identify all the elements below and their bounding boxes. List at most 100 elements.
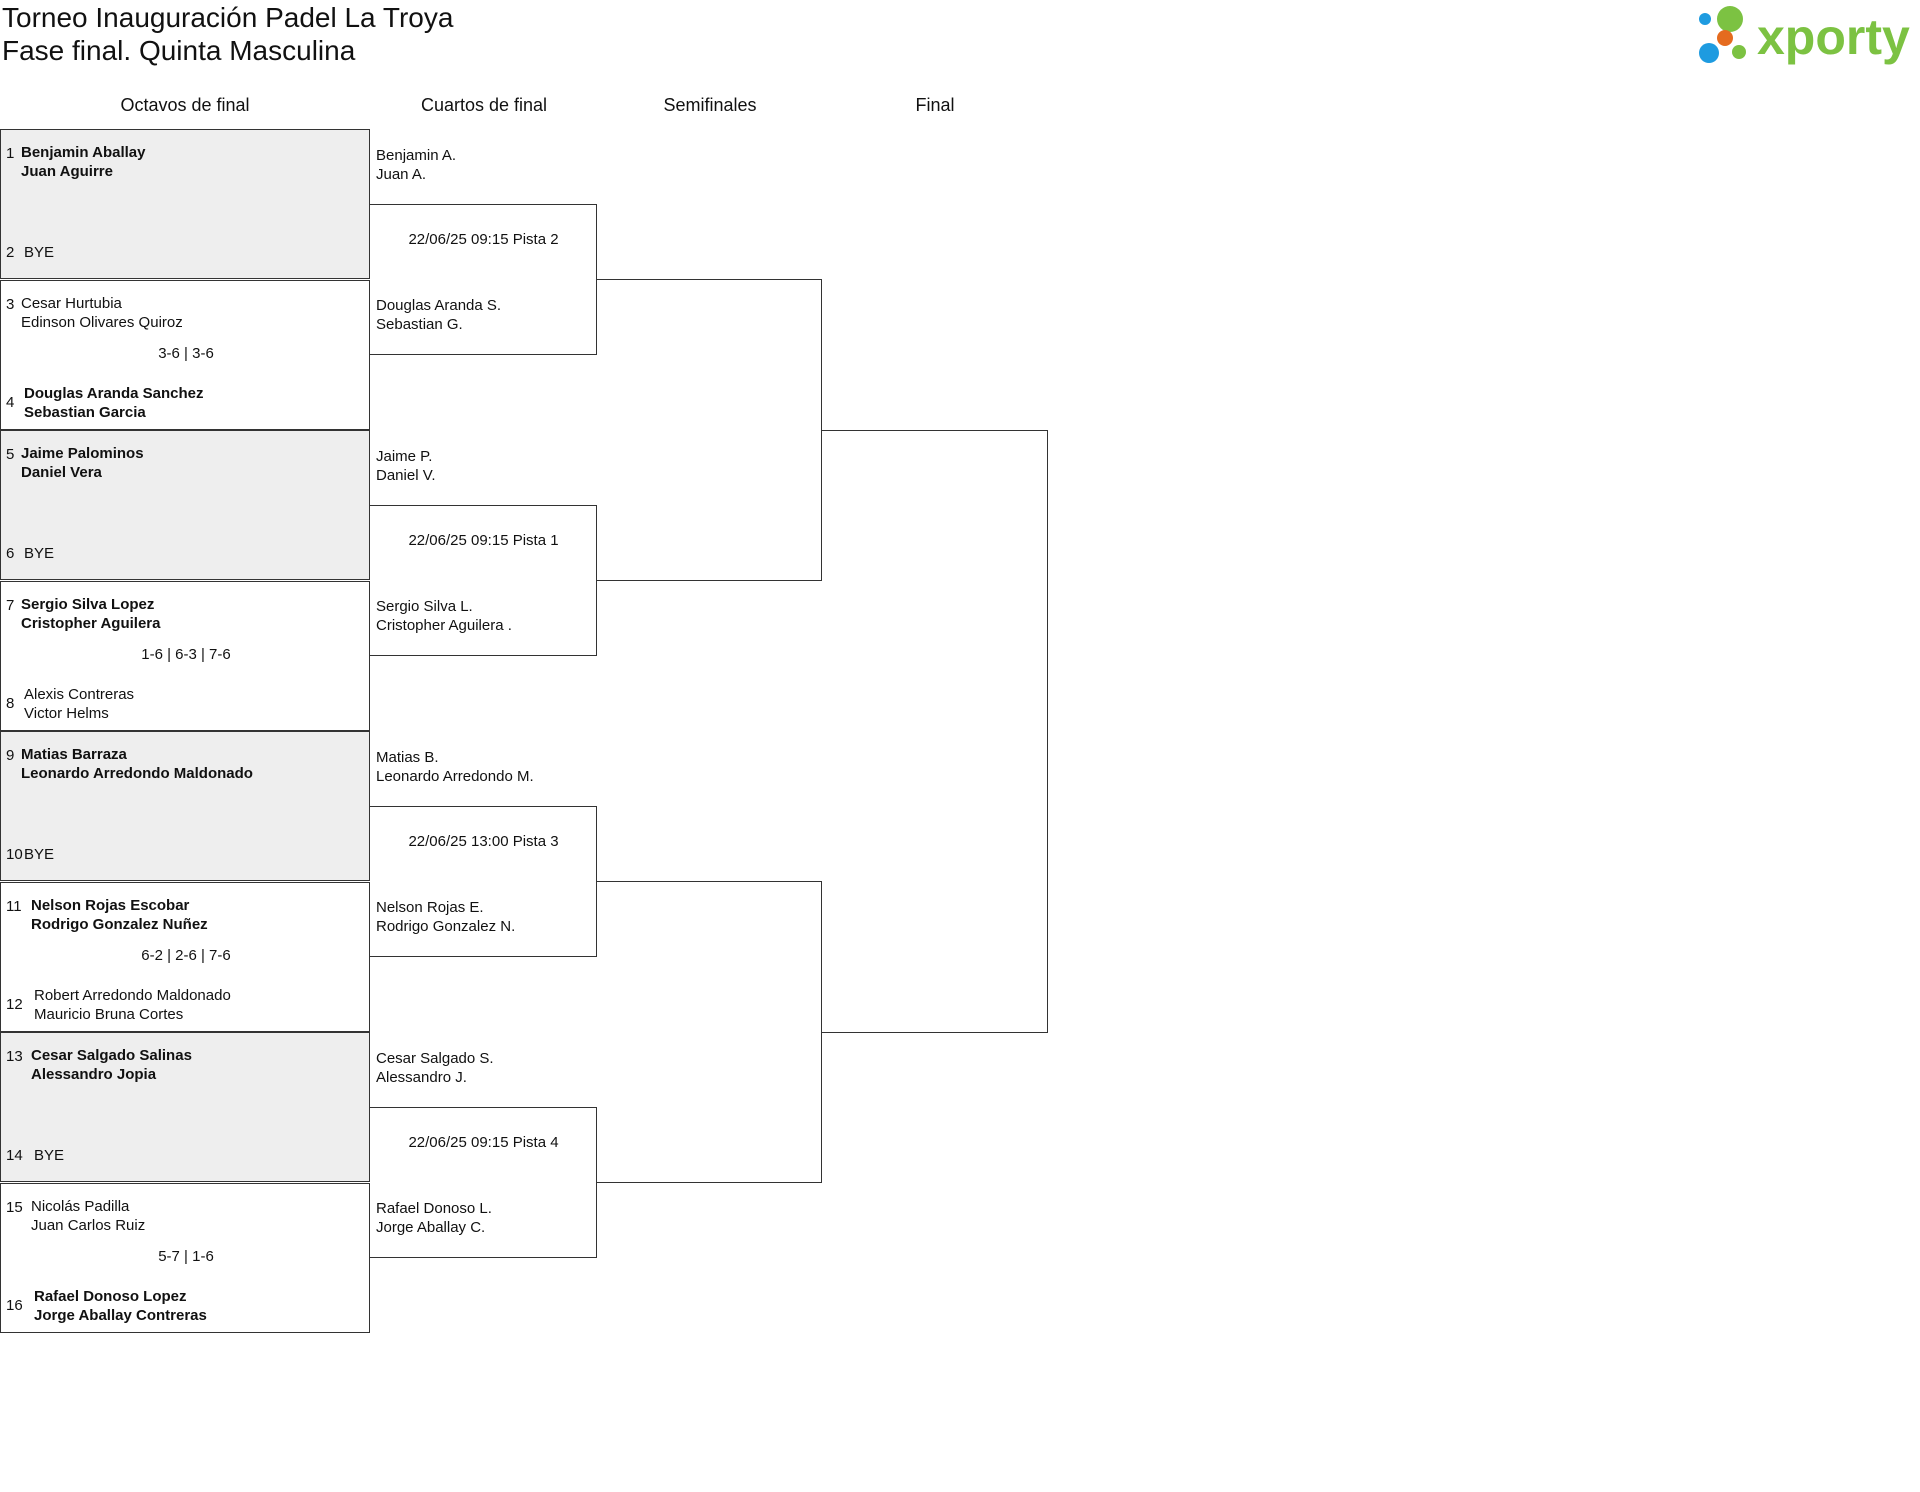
player-name: Douglas Aranda S. [376, 297, 502, 314]
player-name: Victor Helms [24, 705, 109, 722]
match-score: 3-6 | 3-6 [158, 345, 214, 362]
player-name: BYE [24, 846, 55, 863]
qf-team-bottom: Sergio Silva L.Cristopher Aguilera . [376, 597, 512, 635]
player-name: Rodrigo Gonzalez Nuñez [31, 916, 208, 933]
player-name: Rodrigo Gonzalez N. [376, 918, 516, 935]
seed-number: 12 [6, 996, 23, 1013]
seed-number: 6 [6, 545, 15, 562]
player-name: Juan A. [376, 166, 427, 183]
seed-number: 7 [6, 597, 15, 614]
player-name: Cesar Hurtubia [21, 295, 122, 312]
seed-number: 5 [6, 446, 15, 463]
player-name: Benjamin A. [376, 147, 457, 164]
tournament-title: Torneo Inauguración Padel La Troya [2, 2, 454, 33]
qf-team-bottom: Douglas Aranda S. Sebastian G. [376, 296, 501, 334]
round-header-octavos: Octavos de final [120, 95, 250, 115]
player-name: BYE [34, 1147, 65, 1164]
player-name: Cristopher Aguilera [21, 615, 161, 632]
player-name: Daniel V. [376, 467, 436, 484]
player-name: Leonardo Arredondo M. [376, 768, 534, 785]
xporty-logo-icon: xporty [1699, 6, 1910, 65]
bye-label: BYE [24, 243, 54, 262]
match-box-semifinal [596, 279, 822, 581]
seed-number: 4 [6, 394, 15, 411]
player-name: Jorge Aballay C. [376, 1219, 486, 1236]
player-name: Robert Arredondo Maldonado [34, 987, 231, 1004]
xporty-logo: xporty [1695, 4, 1920, 70]
round-header-semifinales: Semifinales [663, 95, 757, 115]
seed-number: 14 [6, 1147, 23, 1164]
player-name: Sebastian G. [376, 316, 463, 333]
seed-number: 11 [6, 898, 22, 915]
player-name: Jorge Aballay Contreras [34, 1307, 207, 1324]
match-schedule: 22/06/25 09:15 Pista 4 [408, 1134, 559, 1151]
player-name: Cesar Salgado S. [376, 1050, 494, 1067]
seed-number: 15 [6, 1199, 23, 1216]
seed-number: 3 [6, 296, 15, 313]
player-name: Edinson Olivares Quiroz [21, 314, 183, 331]
player-name: Alessandro J. [376, 1069, 467, 1086]
player-name: Rafael Donoso Lopez [34, 1288, 187, 1305]
player-name: Jaime P. [376, 448, 433, 465]
player-name: Nelson Rojas E. [376, 899, 484, 916]
player-name: Alexis Contreras [24, 686, 135, 703]
seed-number: 10 [6, 846, 23, 863]
player-name: Daniel Vera [21, 464, 102, 481]
player-name: Matias Barraza [21, 746, 127, 763]
player-name: Nelson Rojas Escobar [31, 897, 190, 914]
bye-label: BYE [34, 1146, 64, 1165]
qf-team-top: Benjamin A. Juan A. [376, 146, 456, 184]
seed-number: 8 [6, 695, 15, 712]
seed-number: 13 [6, 1048, 23, 1065]
player-name: Alessandro Jopia [31, 1066, 157, 1083]
bye-label: BYE [24, 845, 54, 864]
player-name: Matias B. [376, 749, 439, 766]
qf-team-bottom: Nelson Rojas E. Rodrigo Gonzalez N. [376, 898, 515, 936]
player-name: Douglas Aranda Sanchez [24, 385, 204, 402]
round-header-final: Final [915, 95, 955, 115]
phase-title: Fase final. Quinta Masculina [2, 35, 356, 66]
qf-team-top: Jaime P. Daniel V. [376, 447, 436, 485]
player-name: Cesar Salgado Salinas [31, 1047, 192, 1064]
player-name: Sebastian Garcia [24, 404, 146, 421]
player-name: Sergio Silva L. [376, 598, 473, 615]
seed-number: 1 [6, 145, 15, 162]
player-name: Rafael Donoso L. [376, 1200, 492, 1217]
player-name: BYE [24, 244, 55, 261]
match-box-final [821, 430, 1048, 1033]
player-name: Juan Carlos Ruiz [31, 1217, 146, 1234]
match-score: 1-6 | 6-3 | 7-6 [141, 646, 231, 663]
match-schedule: 22/06/25 13:00 Pista 3 [408, 833, 559, 850]
player-name: Benjamin Aballay [21, 144, 146, 161]
qf-team-top: Cesar Salgado S. Alessandro J. [376, 1049, 494, 1087]
svg-text:xporty: xporty [1757, 9, 1910, 65]
player-name: BYE [24, 545, 55, 562]
player-name: Nicolás Padilla [31, 1198, 130, 1215]
round-header-cuartos: Cuartos de final [420, 95, 548, 115]
match-box-semifinal [596, 881, 822, 1183]
player-name: Sergio Silva Lopez [21, 596, 155, 613]
match-score: 5-7 | 1-6 [158, 1248, 214, 1265]
player-name: Juan Aguirre [21, 163, 113, 180]
player-name: Leonardo Arredondo Maldonado [21, 765, 253, 782]
